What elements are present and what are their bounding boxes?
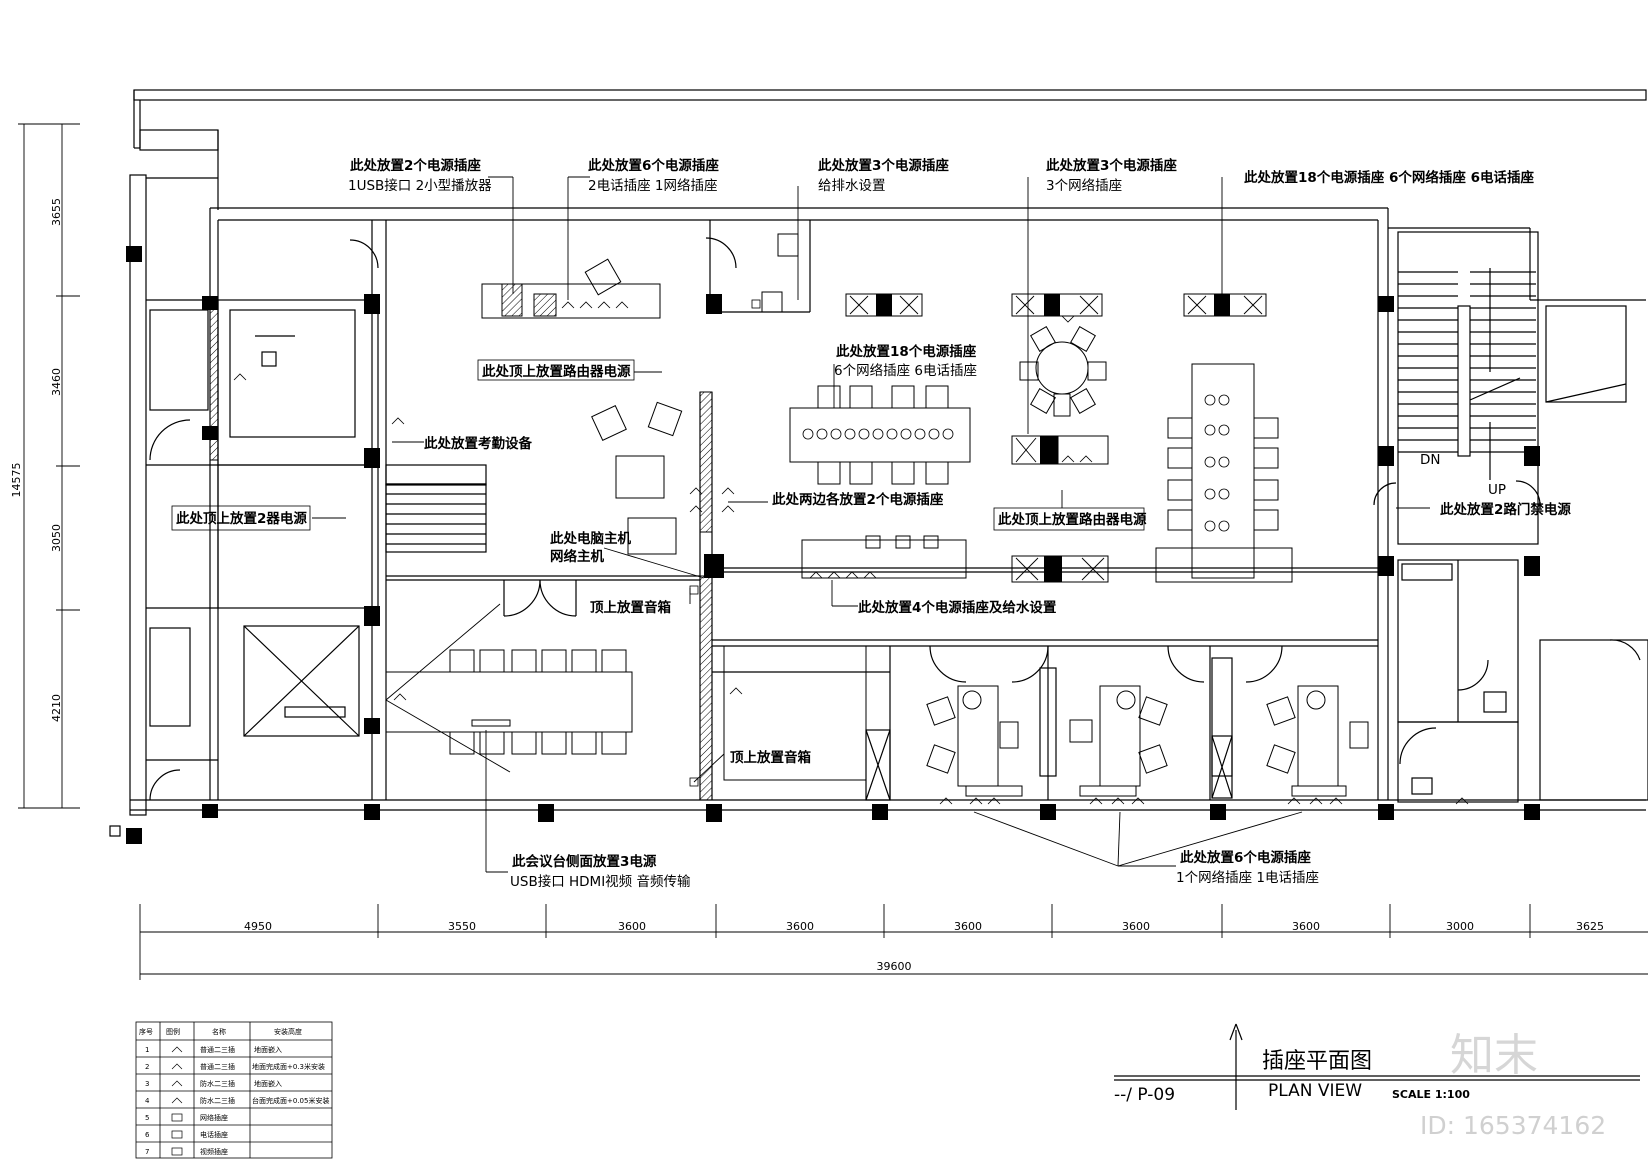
dim-bottom-4: 3600	[786, 920, 814, 933]
hatched-walls	[209, 283, 1059, 801]
dim-left-3: 3050	[50, 524, 63, 552]
legend-symbols	[171, 1046, 183, 1156]
note-2a: 此处放置6个电源插座	[588, 157, 719, 174]
note-17b: USB接口 HDMI视频 音频传输	[510, 873, 691, 890]
legend-header-name: 名称	[212, 1027, 226, 1036]
annotations: 此处放置2个电源插座 1USB接口 2小型播放器 此处放置6个电源插座 2电话插…	[171, 157, 1571, 890]
note-18a: 此处放置6个电源插座	[1180, 849, 1311, 866]
legend-row-no: 2	[145, 1063, 149, 1071]
note-15: 此处放置4个电源插座及给水设置	[858, 599, 1057, 616]
note-4b: 3个网络插座	[1046, 178, 1122, 194]
legend-header-symbol: 图例	[166, 1027, 180, 1036]
dim-bottom-3: 3600	[618, 920, 646, 933]
note-18b: 1个网络插座 1电话插座	[1176, 870, 1319, 886]
dim-left-total: 14575	[10, 463, 23, 498]
note-11b: 网络主机	[550, 548, 604, 565]
note-6b: 6个网络插座 6电话插座	[834, 363, 977, 379]
note-1b: 1USB接口 2小型播放器	[348, 177, 492, 194]
note-12: 此处顶上放置路由器电源	[998, 511, 1147, 528]
leader-lines	[312, 176, 1430, 873]
legend-row-height: 地面嵌入	[254, 1045, 282, 1054]
legend-row-no: 3	[145, 1080, 149, 1088]
legend-row-name: 普通二三插	[200, 1045, 235, 1054]
dim-left-1: 3655	[50, 198, 63, 226]
dim-bottom-5: 3600	[954, 920, 982, 933]
dim-left-4: 4210	[50, 694, 63, 722]
watermark: 知末 ID: 165374162	[1420, 1030, 1606, 1140]
drawing-title: 插座平面图	[1262, 1049, 1372, 1074]
dim-left-2: 3460	[50, 368, 63, 396]
stair-dn-label: DN	[1420, 452, 1441, 468]
cabinet-centre-blocks	[876, 294, 1230, 582]
outlet-symbols	[233, 299, 1469, 805]
legend-row-name: 视频插座	[200, 1147, 228, 1156]
watermark-brand: 知末	[1450, 1030, 1538, 1081]
legend-row-name: 网络插座	[200, 1113, 228, 1122]
note-3b: 给排水设置	[818, 178, 886, 194]
note-2b: 2电话插座 1网络插座	[588, 178, 717, 194]
legend-text: 序号 图例 名称 安装高度 1 普通二三插 地面嵌入 2 普通二三插 地面完成面…	[139, 1027, 329, 1156]
legend-row-name: 防水二三插	[200, 1079, 235, 1088]
watermark-id: ID: 165374162	[1420, 1111, 1606, 1140]
note-3a: 此处放置3个电源插座	[818, 157, 949, 174]
legend-row-height: 地面嵌入	[254, 1079, 282, 1088]
note-17a: 此会议台侧面放置3电源	[512, 853, 657, 870]
legend-table	[135, 1021, 333, 1159]
dim-bottom-9: 3625	[1576, 920, 1604, 933]
dim-bottom-8: 3000	[1446, 920, 1474, 933]
building-walls	[109, 89, 1648, 837]
left-dimensions: 3655 3460 3050 4210 14575	[10, 198, 63, 722]
title-block	[1114, 1023, 1640, 1110]
note-13: 此处放置2路门禁电源	[1440, 501, 1571, 518]
title-text: 插座平面图 --/ P-09 PLAN VIEW SCALE 1:100	[1114, 1049, 1470, 1105]
bottom-dimensions: 4950 3550 3600 3600 3600 3600 3600 3000 …	[244, 920, 1604, 973]
legend-row-no: 7	[145, 1148, 149, 1156]
note-1a: 此处放置2个电源插座	[350, 157, 481, 174]
drawing-code: --/ P-09	[1114, 1085, 1175, 1105]
note-10: 此处顶上放置2器电源	[176, 510, 307, 527]
dim-bottom-6: 3600	[1122, 920, 1150, 933]
note-12-frame	[993, 507, 1145, 531]
note-8: 此处放置考勤设备	[424, 435, 532, 452]
cabinet-x-marks	[849, 295, 1263, 581]
dimension-lines	[18, 123, 1648, 980]
legend-row-height: 台面完成面+0.05米安装	[252, 1096, 329, 1105]
plan-view-label: PLAN VIEW	[1268, 1081, 1362, 1101]
note-4a: 此处放置3个电源插座	[1046, 157, 1177, 174]
note-5: 此处放置18个电源插座 6个网络插座 6电话插座	[1244, 169, 1534, 186]
note-10-frame	[171, 505, 311, 531]
legend-header-no: 序号	[139, 1027, 153, 1036]
legend-row-name: 普通二三插	[200, 1062, 235, 1071]
note-9: 此处两边各放置2个电源插座	[772, 491, 944, 508]
dim-bottom-1: 4950	[244, 920, 272, 933]
dim-bottom-total: 39600	[877, 960, 912, 973]
dim-bottom-7: 3600	[1292, 920, 1320, 933]
stair-up-label: UP	[1488, 482, 1506, 498]
structural-columns	[126, 246, 1540, 844]
legend-row-no: 5	[145, 1114, 149, 1122]
note-6a: 此处放置18个电源插座	[836, 343, 977, 360]
legend-row-no: 6	[145, 1131, 150, 1139]
legend-row-height: 地面完成面+0.3米安装	[252, 1062, 325, 1071]
legend-row-no: 1	[145, 1046, 149, 1054]
note-11a: 此处电脑主机	[550, 530, 631, 547]
note-14: 顶上放置音箱	[590, 599, 671, 616]
note-7-frame	[477, 359, 635, 381]
furniture	[385, 233, 1369, 797]
scale-label: SCALE 1:100	[1392, 1088, 1470, 1101]
legend-row-name: 电话插座	[200, 1130, 228, 1139]
legend-row-name: 防水二三插	[200, 1096, 235, 1105]
legend-row-no: 4	[145, 1097, 150, 1105]
legend-header-height: 安装高度	[274, 1027, 302, 1036]
dim-bottom-2: 3550	[448, 920, 476, 933]
note-16: 顶上放置音箱	[730, 749, 811, 766]
note-7: 此处顶上放置路由器电源	[482, 363, 631, 380]
